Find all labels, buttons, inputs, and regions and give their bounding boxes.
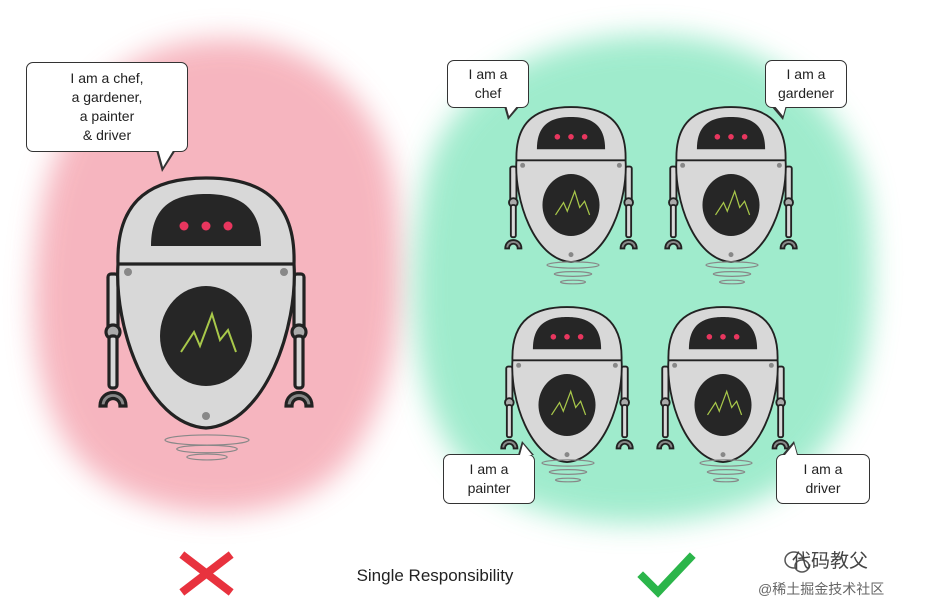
robot-driver <box>656 306 790 463</box>
robot-eye <box>714 134 721 140</box>
correct-check-icon <box>637 552 696 598</box>
robot-screen <box>538 374 596 436</box>
robot-visor <box>151 194 261 246</box>
robot-arm-right <box>779 165 798 250</box>
robot-arm-right <box>284 272 314 408</box>
robot-arm-left <box>656 365 675 450</box>
robot-eye <box>568 134 574 140</box>
wechat-icon <box>784 551 810 573</box>
robot-visor <box>688 316 758 350</box>
wrong-cross-icon <box>179 551 234 596</box>
robot-chef <box>504 106 638 263</box>
robot-eye <box>728 134 734 140</box>
robot-visor <box>536 116 606 150</box>
robot-eye <box>720 334 726 340</box>
robot-eye <box>564 334 570 340</box>
robot-eye <box>741 134 748 140</box>
robot-screen <box>542 174 600 236</box>
robot-screen <box>160 286 252 386</box>
robot-eye <box>577 334 584 340</box>
bubble-chef: I am a chef <box>447 60 529 108</box>
watermark-subtitle: @稀土掘金技术社区 <box>758 581 885 597</box>
robot-screen <box>694 374 752 436</box>
watermark-title: 代码教父 <box>792 551 869 572</box>
robot-visor <box>696 116 766 150</box>
bubble-painter: I am a painter <box>443 454 535 504</box>
robot-eye <box>706 334 713 340</box>
robot-multi-role <box>98 176 314 430</box>
robot-screen <box>702 174 760 236</box>
robot-arm-left <box>504 165 523 250</box>
robot-arm-left <box>500 365 519 450</box>
robot-eye <box>554 134 561 140</box>
robot-painter <box>500 306 634 463</box>
robot-arm-left <box>98 272 128 408</box>
robot-arm-right <box>619 165 638 250</box>
bubble-driver: I am a driver <box>776 454 870 504</box>
robot-eye <box>550 334 557 340</box>
robot-eye <box>201 221 211 231</box>
robot-gardener <box>664 106 798 263</box>
robot-eye <box>581 134 588 140</box>
robot-arm-left <box>664 165 683 250</box>
robot-eye <box>223 221 233 231</box>
good-background-blob <box>414 34 873 524</box>
robot-eye <box>179 221 189 231</box>
robot-arm-right <box>615 365 634 450</box>
bubble-single-robot: I am a chef, a gardener, a painter & dri… <box>26 62 188 152</box>
robot-visor <box>532 316 602 350</box>
robot-eye <box>733 334 740 340</box>
bubble-gardener: I am a gardener <box>765 60 847 108</box>
watermark: 代码教父 @稀土掘金技术社区 <box>758 546 934 599</box>
caption-single-responsibility: Single Responsibility <box>356 566 514 585</box>
